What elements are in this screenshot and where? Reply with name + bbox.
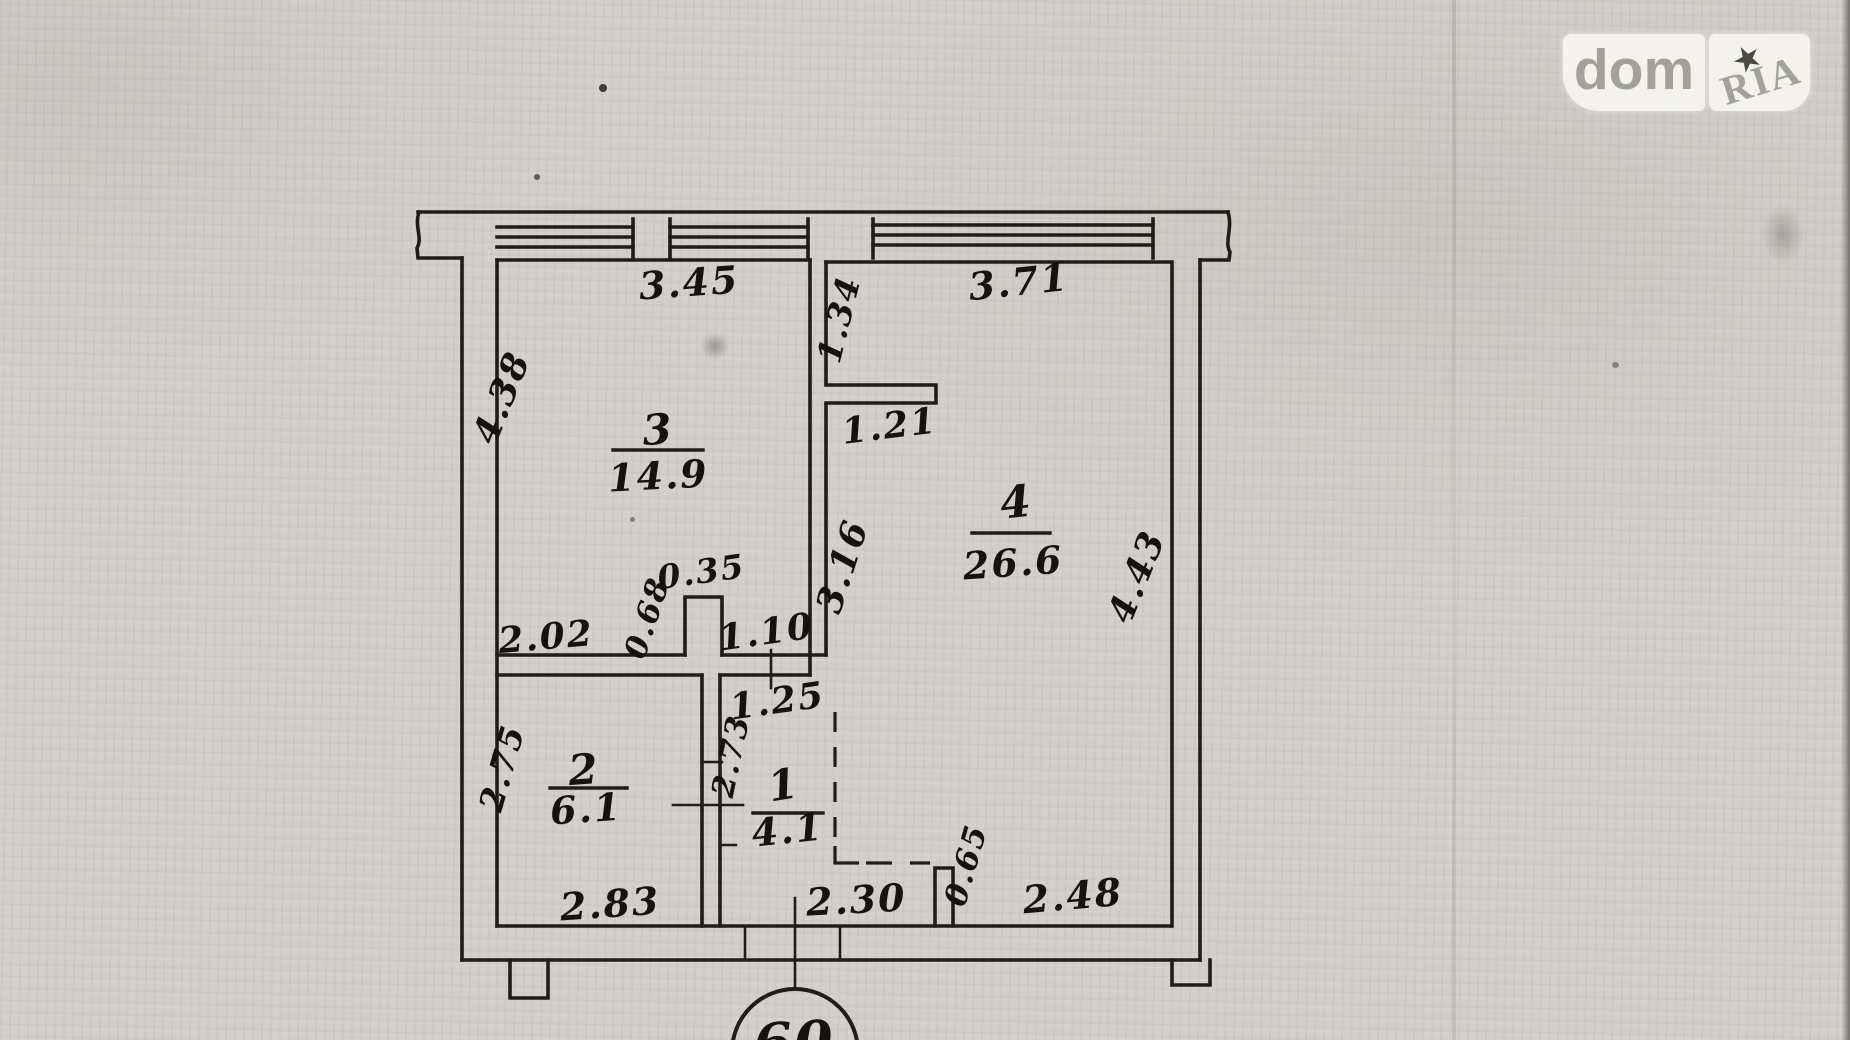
dom-logo-box: dom bbox=[1563, 34, 1705, 111]
dashed-opening-line bbox=[833, 712, 930, 865]
room2-number: 2 bbox=[566, 744, 602, 795]
dim-room4-right: 4.43 bbox=[1099, 524, 1174, 628]
dim-niche-width: 1.21 bbox=[839, 399, 939, 452]
dim-window-left: 3.45 bbox=[637, 257, 740, 309]
room2-area: 6.1 bbox=[549, 784, 624, 834]
apartment-number-circle bbox=[731, 987, 859, 1040]
room3-number: 3 bbox=[641, 404, 676, 455]
dim-room3-left: 4.38 bbox=[464, 345, 539, 449]
ria-logo-box: ★ RIA bbox=[1709, 34, 1810, 111]
room1-number: 1 bbox=[764, 758, 803, 811]
scan-speck bbox=[630, 517, 635, 522]
ria-logo-rotated: ★ RIA bbox=[1713, 34, 1809, 111]
apartment-number: 60 bbox=[751, 1008, 836, 1040]
dim-bottom-left: 2.83 bbox=[557, 878, 661, 930]
dim-room3-bottom: 2.02 bbox=[495, 612, 595, 662]
scan-speck bbox=[599, 84, 607, 92]
dim-closet-depth: 0.68 bbox=[617, 573, 677, 664]
room4-area: 26.6 bbox=[960, 537, 1064, 589]
scan-speck bbox=[534, 174, 540, 180]
dim-hall-left: 3.16 bbox=[808, 514, 878, 618]
walls bbox=[415, 209, 1232, 1000]
dom-logo-text: dom bbox=[1573, 38, 1695, 102]
dim-room1-left: 2.73 bbox=[705, 711, 758, 801]
dim-hall-top: 1.10 bbox=[716, 605, 817, 660]
room-labels: 3 14.9 4 26.6 2 6.1 1 4.1 60 bbox=[549, 404, 1065, 1040]
domria-watermark: dom ★ RIA bbox=[1563, 34, 1810, 111]
dimension-ticks bbox=[548, 448, 1052, 990]
room4-number: 4 bbox=[998, 476, 1036, 530]
dim-bottom-center: 2.30 bbox=[804, 874, 908, 924]
dim-window-right: 3.71 bbox=[966, 254, 1071, 309]
dim-stub-height: 0.65 bbox=[938, 820, 996, 910]
dim-niche-depth: 1.34 bbox=[809, 272, 868, 367]
room1-area: 4.1 bbox=[749, 803, 825, 855]
room3-area: 14.9 bbox=[607, 450, 710, 500]
dim-room2-left: 2.75 bbox=[471, 720, 533, 817]
scan-speck bbox=[1612, 362, 1619, 368]
dim-bottom-right: 2.48 bbox=[1020, 869, 1125, 923]
